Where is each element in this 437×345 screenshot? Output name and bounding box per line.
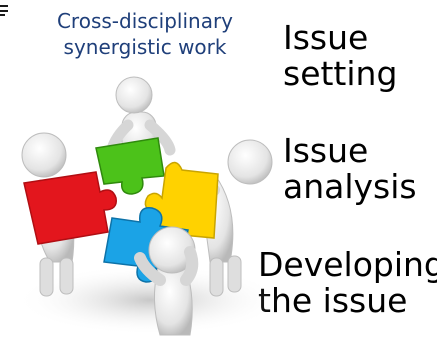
- label-issue-analysis-line-1: Issue: [283, 131, 369, 170]
- red-puzzle-piece: [23, 171, 117, 245]
- heading-line-2: synergistic work: [63, 35, 227, 59]
- label-developing-the-issue: Developing the issue: [258, 247, 437, 319]
- corner-mark: [0, 2, 8, 16]
- label-issue-analysis-line-2: analysis: [283, 167, 417, 206]
- label-issue-setting-line-2: setting: [283, 54, 398, 93]
- label-issue-setting-line-1: Issue: [283, 18, 369, 57]
- heading-line-1: Cross-disciplinary: [56, 9, 234, 33]
- label-issue-setting: Issue setting: [283, 20, 397, 92]
- label-developing-line-1: Developing: [258, 245, 437, 284]
- figure-front: [134, 226, 199, 336]
- heading: Cross-disciplinary synergistic work: [30, 8, 260, 60]
- label-issue-analysis: Issue analysis: [283, 133, 417, 205]
- green-puzzle-piece: [95, 137, 165, 195]
